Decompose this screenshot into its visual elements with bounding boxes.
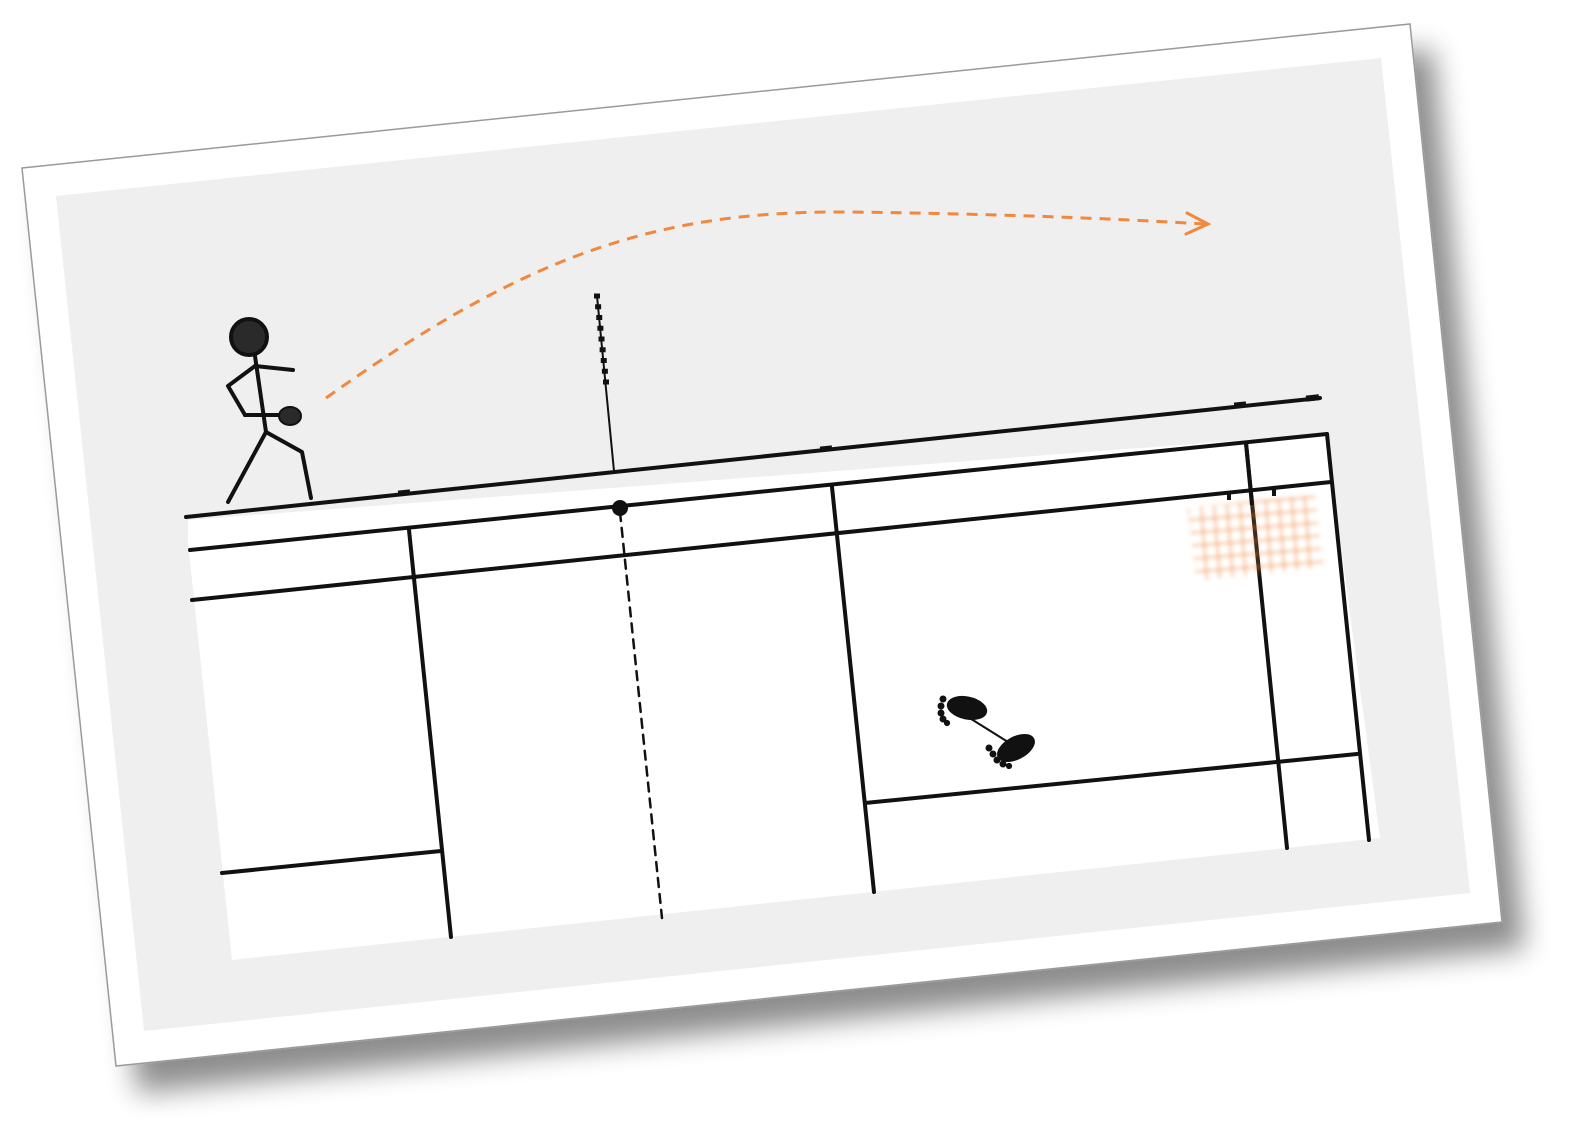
net-mark bbox=[601, 368, 608, 374]
floor-ticks bbox=[397, 394, 1320, 500]
net-mark bbox=[595, 304, 602, 310]
net-mark bbox=[603, 379, 609, 385]
floor-line bbox=[184, 396, 1322, 519]
target-zone bbox=[1188, 495, 1323, 581]
right-back-line bbox=[863, 752, 1359, 805]
net-mark bbox=[600, 358, 607, 363]
racket-head bbox=[278, 406, 302, 426]
player-head bbox=[229, 317, 269, 357]
footprints-icon bbox=[937, 695, 1035, 770]
court-right-boundary bbox=[1325, 432, 1371, 842]
service-point-marker bbox=[612, 500, 628, 516]
left-back-line bbox=[220, 849, 443, 875]
net-mark bbox=[596, 315, 603, 320]
right-short-service-line bbox=[830, 485, 876, 894]
center-dashed-line bbox=[618, 510, 664, 920]
stick-figure-player bbox=[226, 317, 313, 504]
court-top-boundary bbox=[188, 432, 1329, 552]
doubles-long-service-line bbox=[190, 480, 1333, 602]
shuttle-trajectory-arrow bbox=[325, 210, 1206, 400]
right-side-line-overlay bbox=[1244, 442, 1254, 506]
court-surface bbox=[188, 434, 1380, 960]
net-mark bbox=[597, 325, 604, 331]
net-mark bbox=[594, 293, 600, 299]
left-short-service-line bbox=[407, 528, 453, 939]
net-post bbox=[594, 293, 615, 472]
net-mark bbox=[598, 336, 605, 342]
net-mark bbox=[599, 347, 606, 353]
trajectory-arrowhead bbox=[1184, 211, 1212, 236]
